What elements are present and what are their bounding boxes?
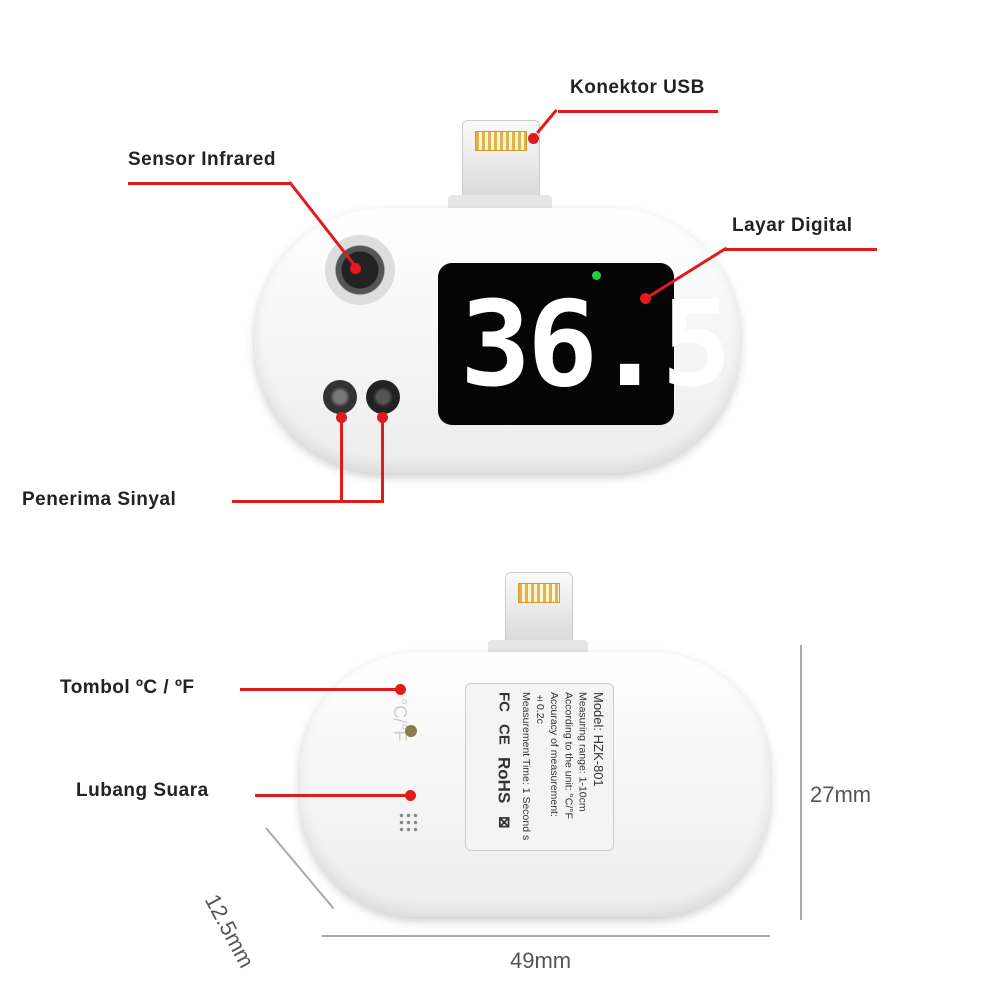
label-line: Measurement Time: 1 Second s	[519, 692, 532, 841]
ce-mark: CE	[495, 724, 513, 746]
label-line: Accuracy of measurement:±0.2c	[533, 692, 561, 817]
callout-display: Layar Digital	[732, 215, 853, 236]
temperature-reading: 36.5	[460, 275, 732, 413]
fc-mark: FC	[495, 692, 513, 712]
label-line: Measuring range: 1-10cm	[576, 692, 589, 812]
indicator-led	[592, 271, 601, 280]
callout-usb: Konektor USB	[570, 77, 705, 98]
depth-dimension: 12.5mm	[199, 890, 260, 972]
usb-connector	[462, 120, 540, 202]
signal-receiver-left	[323, 380, 357, 414]
usb-connector-back	[505, 572, 573, 646]
label-line: According to the unit: °C/°F	[562, 692, 575, 819]
width-dimension-line	[322, 935, 770, 937]
callout-receiver: Penerima Sinyal	[22, 489, 177, 510]
speaker-holes	[398, 812, 420, 834]
callout-unit-button: Tombol ºC / ºF	[60, 677, 195, 698]
callout-speaker: Lubang Suara	[76, 780, 209, 801]
unit-button[interactable]	[405, 725, 417, 737]
width-dimension: 49mm	[510, 948, 572, 973]
certification-marks: FC CE RoHS ⊠	[492, 692, 515, 842]
signal-receiver-right	[366, 380, 400, 414]
label-model: Model: HZK-801	[591, 692, 606, 787]
height-dimension: 27mm	[810, 782, 872, 807]
weee-bin-icon: ⊠	[495, 815, 513, 829]
height-dimension-line	[800, 645, 802, 920]
product-label: Model: HZK-801 Measuring range: 1-10cm A…	[465, 683, 614, 851]
callout-sensor: Sensor Infrared	[128, 149, 276, 170]
rohs-mark: RoHS	[494, 757, 514, 804]
digital-display: 36.5	[438, 263, 732, 425]
